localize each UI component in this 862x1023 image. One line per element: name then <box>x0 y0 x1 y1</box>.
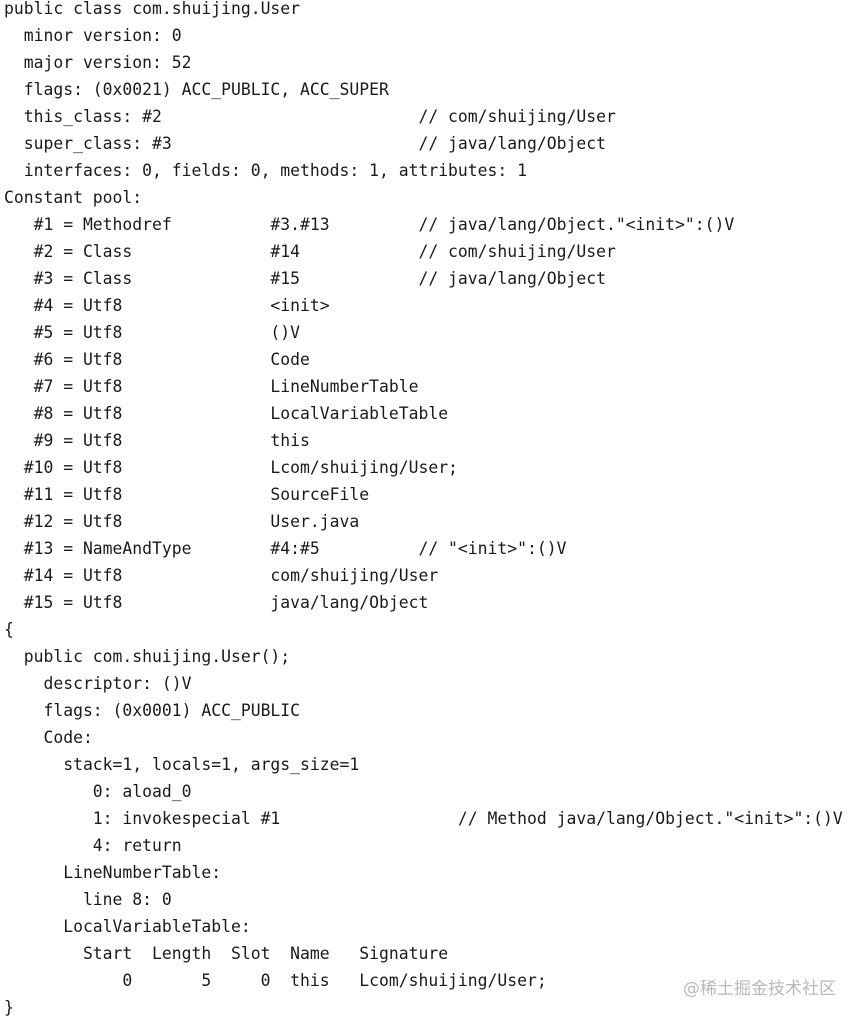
code-line: #9 = Utf8 this <box>4 431 310 450</box>
code-line: #12 = Utf8 User.java <box>4 512 360 531</box>
code-line: super_class: #3 // java/lang/Object <box>4 134 606 153</box>
code-line: interfaces: 0, fields: 0, methods: 1, at… <box>4 161 528 180</box>
watermark: @稀土掘金技术社区 <box>683 979 836 999</box>
code-line: Constant pool: <box>4 188 143 207</box>
code-line: major version: 52 <box>4 53 192 72</box>
code-line: #11 = Utf8 SourceFile <box>4 485 370 504</box>
code-line: #1 = Methodref #3.#13 // java/lang/Objec… <box>4 215 735 234</box>
code-line: #15 = Utf8 java/lang/Object <box>4 593 429 612</box>
code-line: line 8: 0 <box>4 890 172 909</box>
code-line: #6 = Utf8 Code <box>4 350 310 369</box>
bytecode-listing: public class com.shuijing.User minor ver… <box>4 0 843 1021</box>
code-line: public class com.shuijing.User <box>4 0 301 18</box>
code-line: 0 5 0 this Lcom/shuijing/User; <box>4 971 547 990</box>
code-line: descriptor: ()V <box>4 674 192 693</box>
code-line: LineNumberTable: <box>4 863 222 882</box>
code-line: } <box>4 998 14 1017</box>
code-line: #14 = Utf8 com/shuijing/User <box>4 566 439 585</box>
code-line: #13 = NameAndType #4:#5 // "<init>":()V <box>4 539 567 558</box>
code-line: 1: invokespecial #1 // Method java/lang/… <box>4 809 843 828</box>
code-line: #5 = Utf8 ()V <box>4 323 301 342</box>
code-line: Start Length Slot Name Signature <box>4 944 449 963</box>
code-line: #7 = Utf8 LineNumberTable <box>4 377 419 396</box>
code-line: flags: (0x0001) ACC_PUBLIC <box>4 701 301 720</box>
code-line: stack=1, locals=1, args_size=1 <box>4 755 360 774</box>
code-line: flags: (0x0021) ACC_PUBLIC, ACC_SUPER <box>4 80 389 99</box>
code-line: #10 = Utf8 Lcom/shuijing/User; <box>4 458 458 477</box>
code-line: LocalVariableTable: <box>4 917 251 936</box>
code-line: minor version: 0 <box>4 26 182 45</box>
code-line: #8 = Utf8 LocalVariableTable <box>4 404 449 423</box>
code-line: public com.shuijing.User(); <box>4 647 291 666</box>
code-line: this_class: #2 // com/shuijing/User <box>4 107 616 126</box>
code-line: { <box>4 620 14 639</box>
code-line: 0: aload_0 <box>4 782 192 801</box>
code-line: Code: <box>4 728 93 747</box>
code-line: 4: return <box>4 836 182 855</box>
code-line: #3 = Class #15 // java/lang/Object <box>4 269 606 288</box>
code-line: #4 = Utf8 <init> <box>4 296 330 315</box>
code-line: #2 = Class #14 // com/shuijing/User <box>4 242 616 261</box>
